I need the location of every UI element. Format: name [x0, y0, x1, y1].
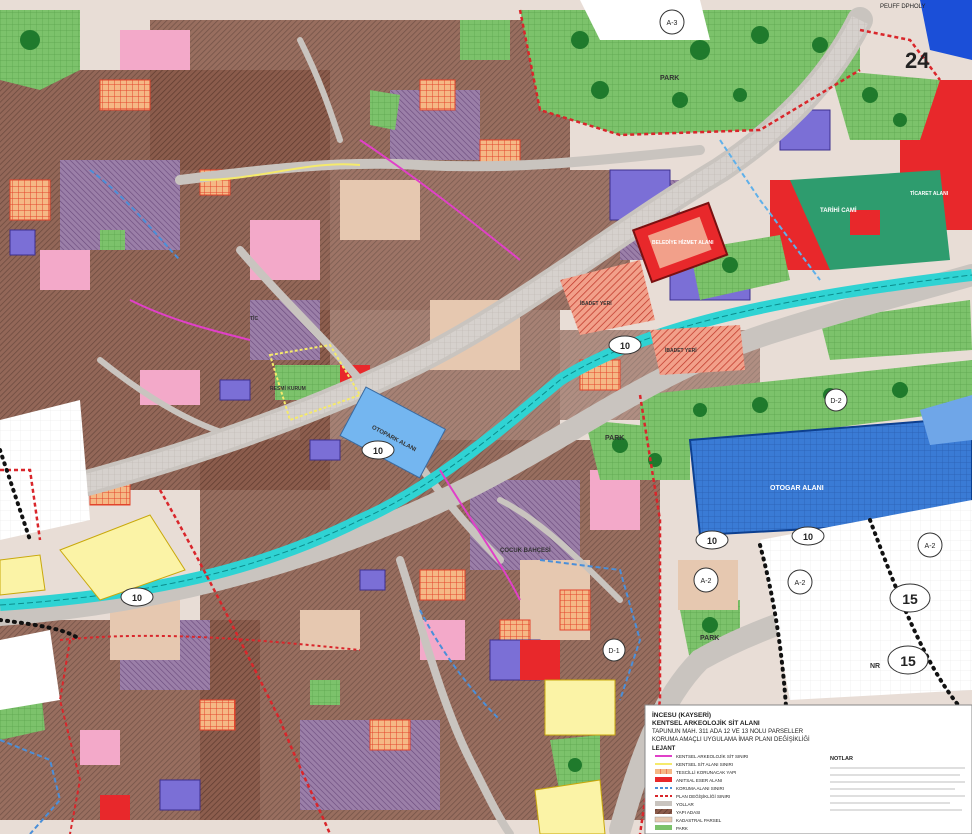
svg-text:A-2: A-2 [925, 543, 936, 550]
otogar-area [688, 418, 972, 537]
blue-right [920, 395, 972, 445]
zone-code-label: D-1 [602, 638, 626, 662]
corner-code: PEUFF DPHOLY [880, 4, 926, 10]
ibadet-label: İBADET YERİ [580, 300, 612, 307]
road-width-badge: 10 [695, 530, 729, 550]
svg-text:TESCİLLİ KORUNACAK YAPI: TESCİLLİ KORUNACAK YAPI [676, 769, 736, 775]
svg-text:KENTSEL ARKEOLOJİK SİT SINIRI: KENTSEL ARKEOLOJİK SİT SINIRI [676, 753, 748, 759]
legend-item: PLAN DEĞİŞİKLİĞİ SINIRI [655, 793, 730, 799]
zone-code-label: A-2 [693, 567, 719, 593]
otogar-label: OTOGAR ALANI [770, 485, 824, 492]
canal-edge [0, 274, 972, 606]
road-width-badge: 10 [791, 526, 825, 546]
legend-panel: İNCESU (KAYSERİ) KENTSEL ARKEOLOJİK SİT … [644, 704, 972, 834]
svg-text:10: 10 [373, 446, 383, 456]
registered-buildings [9, 79, 621, 751]
legend-subtitle: LEJANT [652, 746, 676, 752]
svg-text:ANITSAL ESER ALANI: ANITSAL ESER ALANI [676, 778, 722, 783]
svg-text:YAPI ADASI: YAPI ADASI [676, 810, 700, 815]
svg-text:15: 15 [900, 653, 916, 669]
svg-text:D-2: D-2 [830, 398, 841, 405]
yellow-lots [0, 514, 616, 834]
road-width-badge: 15 [887, 645, 929, 675]
svg-text:PARK: PARK [676, 826, 688, 831]
legend-item: KADASTRAL PARSEL [654, 816, 722, 823]
svg-text:A-2: A-2 [701, 578, 712, 585]
blue-corner [920, 0, 972, 60]
ibadet-label: İBADET YERİ [665, 347, 697, 354]
svg-text:15: 15 [902, 591, 918, 607]
zone-code-label: A-3 [659, 9, 685, 35]
svg-text:10: 10 [707, 536, 717, 546]
svg-text:PLAN DEĞİŞİKLİĞİ SINIRI: PLAN DEĞİŞİKLİĞİ SINIRI [676, 793, 730, 799]
legend-item: KENTSEL SİT ALANI SINIRI [655, 761, 733, 767]
road-hatching [0, 15, 869, 514]
svg-text:KADASTRAL PARSEL: KADASTRAL PARSEL [676, 818, 722, 823]
zone-codes: A-3 A-2 A-2 A-2 D-2 D-1 [602, 9, 943, 662]
svg-text:YOLLAR: YOLLAR [676, 802, 695, 807]
cocuk-bahcesi-label: ÇOCUK BAHÇESİ [500, 547, 551, 554]
pink-lots [40, 30, 640, 765]
legend-item: YAPI ADASI [655, 809, 700, 815]
legend-item: TESCİLLİ KORUNACAK YAPI [655, 769, 736, 775]
ticaret-label: TİCARET ALANI [910, 190, 949, 197]
svg-text:D-1: D-1 [608, 648, 619, 655]
road-width-badge: 15 [889, 583, 931, 613]
svg-text:KENTSEL SİT ALANI SINIRI: KENTSEL SİT ALANI SINIRI [676, 761, 733, 767]
svg-text:A-2: A-2 [795, 580, 806, 587]
legend-item: PARK [655, 825, 688, 831]
legend-item: ANITSAL ESER ALANI [655, 777, 722, 783]
nr-label: NR [870, 663, 880, 670]
legend-item: YOLLAR [655, 801, 695, 807]
park-areas [0, 10, 972, 795]
svg-text:A-3: A-3 [667, 20, 678, 27]
tic-label: TİC [250, 315, 258, 322]
svg-text:10: 10 [803, 532, 813, 542]
legend-item: KORUMA ALANI SINIRI [655, 786, 724, 791]
legend-notes-title: NOTLAR [830, 756, 853, 762]
zone-code-label: D-2 [824, 388, 848, 412]
tarihi-cami-label: TARİHİ CAMİ [820, 207, 857, 214]
road-width-badge: 10 [608, 335, 642, 355]
legend-title-line: TAPUNUN MAH. 311 ADA 12 VE 13 NOLU PARSE… [652, 729, 804, 735]
road-width-badge: 10 [361, 440, 395, 460]
legend-items: KENTSEL ARKEOLOJİK SİT SINIRI KENTSEL Sİ… [654, 753, 748, 831]
belediye-label: BELEDİYE HİZMET ALANI [652, 239, 714, 246]
park-label: PARK [700, 635, 719, 642]
park-label: PARK [605, 435, 624, 442]
legend-item: KENTSEL ARKEOLOJİK SİT SINIRI [655, 753, 748, 759]
road-width-badge: 10 [120, 587, 154, 607]
svg-text:24: 24 [905, 48, 930, 73]
road-width-badges: 10 10 10 10 10 15 15 [120, 335, 931, 675]
svg-text:KORUMA ALANI SINIRI: KORUMA ALANI SINIRI [676, 786, 724, 791]
svg-text:10: 10 [620, 341, 630, 351]
legend-title-line: İNCESU (KAYSERİ) [652, 711, 711, 719]
zone-code-label: A-2 [917, 532, 943, 558]
svg-text:10: 10 [132, 593, 142, 603]
zone-code-label: A-2 [787, 569, 813, 595]
resmi-kurum-label: RESMİ KURUM [270, 385, 306, 392]
legend-notes-lines [830, 767, 965, 811]
boundary-lines [0, 9, 941, 834]
park-label: PARK [660, 75, 679, 82]
legend-title-line: KORUMA AMAÇLI UYGULAMA İMAR PLANI DEĞİŞİ… [652, 736, 810, 743]
legend-title-line: KENTSEL ARKEOLOJİK SİT ALANI [652, 719, 760, 727]
sheet-number: 24 [905, 48, 930, 73]
outer-boundary [0, 448, 972, 834]
